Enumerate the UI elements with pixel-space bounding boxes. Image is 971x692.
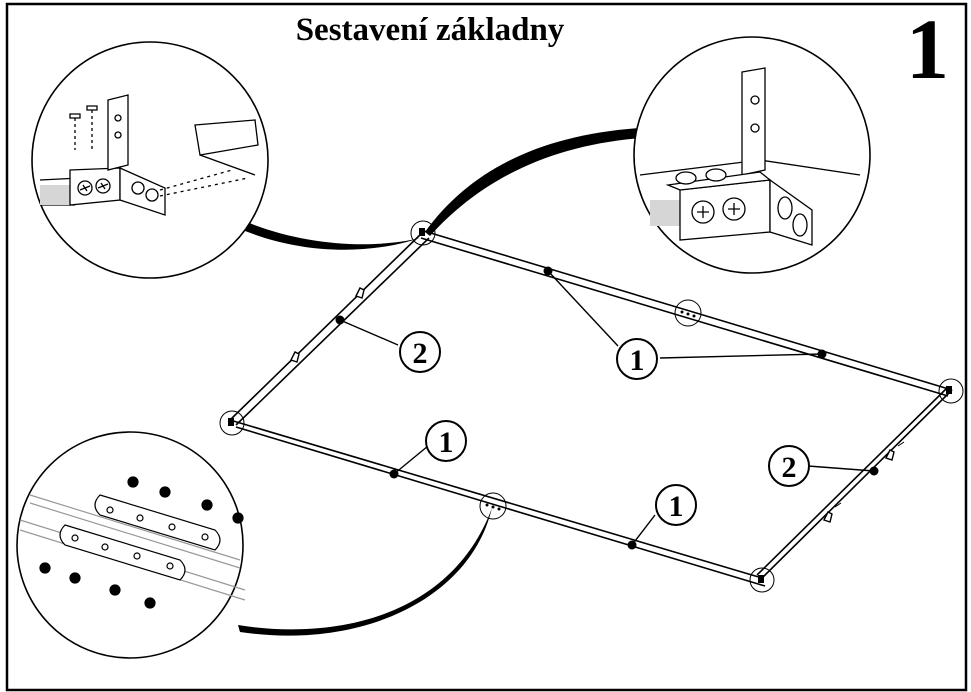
frame <box>229 230 953 587</box>
leader-lines <box>339 270 875 546</box>
page-border <box>5 2 968 692</box>
callout-bubble-1c: 1 <box>655 484 697 526</box>
callout-bubble-1a: 1 <box>616 338 658 380</box>
callout-label: 1 <box>669 490 684 523</box>
callout-bubble-2b: 2 <box>768 445 810 487</box>
page-title: Sestavení základny <box>295 12 565 48</box>
detail-view-bottom-left <box>16 431 246 659</box>
detail-connector-top-right <box>425 128 642 236</box>
detail-view-top-right <box>633 36 871 274</box>
joint-circles <box>219 220 964 593</box>
joint-marks <box>228 228 952 583</box>
detail-connector-top-left <box>238 220 420 250</box>
detail-connector-bottom <box>238 508 492 636</box>
callout-label: 1 <box>630 344 645 377</box>
rail-brackets <box>290 287 895 523</box>
callout-label: 2 <box>413 337 428 370</box>
detail-view-top-left <box>31 41 269 279</box>
callout-bubble-2a: 2 <box>399 331 441 373</box>
callout-bubble-1b: 1 <box>425 420 467 462</box>
callout-label: 2 <box>782 451 797 484</box>
step-number: 1 <box>906 1 949 97</box>
rail-edge-ticks <box>834 441 905 508</box>
leader-dots <box>335 266 879 550</box>
callout-label: 1 <box>439 426 454 459</box>
